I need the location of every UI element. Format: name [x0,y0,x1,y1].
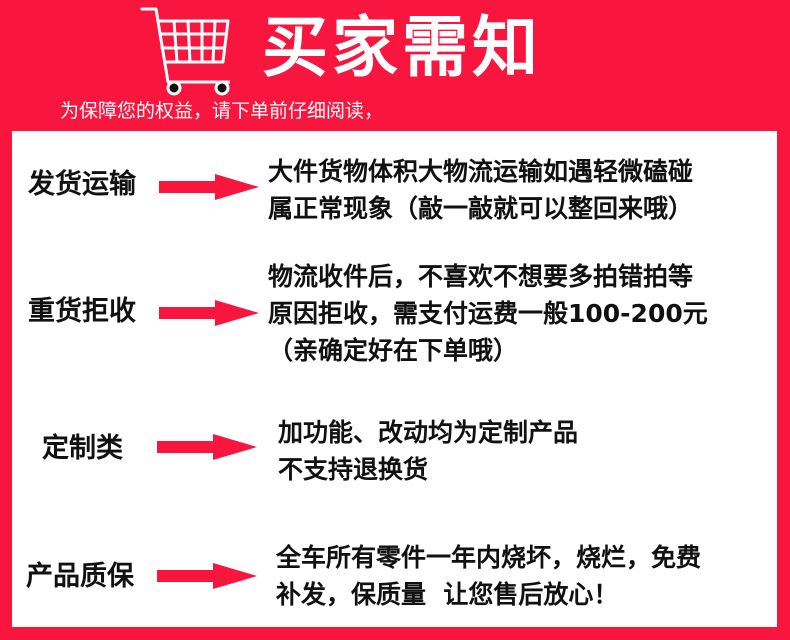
arrow-right-icon [159,300,259,326]
notice-content: 大件货物体积大物流运输如遇轻微磕碰 属正常现象（敲一敲就可以整回来哦） [268,157,694,223]
arrow-right-icon [157,563,257,589]
notice-content: 加功能、改动均为定制产品 不支持退换货 [278,418,579,484]
notice-content: 全车所有零件一年内烧坏，烧烂，免费 补发，保质量 让您售后放心！ [276,543,702,609]
arrow-right-icon [157,434,257,460]
notice-label: 定制类 [42,433,123,464]
notice-label: 发货运输 [28,169,136,200]
notice-panel: 发货运输 大件货物体积大物流运输如遇轻微磕碰 属正常现象（敲一敲就可以整回来哦）… [12,131,777,627]
page-title: 买家需知 [262,9,542,86]
page-subtitle: 为保障您的权益，请下单前仔细阅读， [60,100,384,122]
shopping-cart-icon [140,7,230,96]
notice-label: 产品质保 [26,561,134,592]
notice-label: 重货拒收 [28,296,136,327]
notice-content: 物流收件后，不喜欢不想要多拍错拍等 原因拒收，需支付运费一般100-200元 （… [268,262,708,365]
arrow-right-icon [159,174,259,200]
